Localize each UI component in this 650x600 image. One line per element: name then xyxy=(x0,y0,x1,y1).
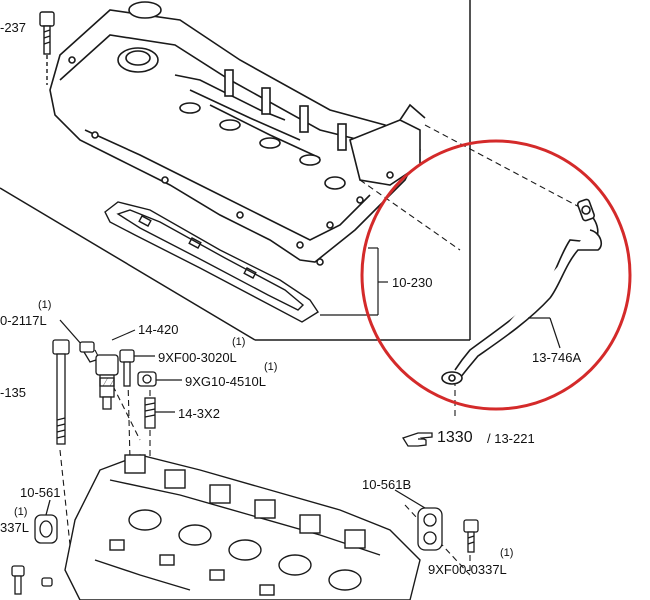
label-237: -237 xyxy=(0,20,27,35)
highlight-circle xyxy=(360,139,632,411)
gasket-10-561 xyxy=(34,499,58,544)
nut-4510l xyxy=(137,371,182,387)
label-13-221: / 13-221 xyxy=(487,431,535,446)
part-2117l xyxy=(59,319,97,363)
leader-14-420 xyxy=(111,329,136,341)
pcv-hose-13-746a xyxy=(441,198,602,385)
label-10-230: 10-230 xyxy=(392,275,433,290)
bolt-135 xyxy=(52,339,70,445)
label-3020l-qty: (1) xyxy=(232,336,246,348)
leader-10-230 xyxy=(320,247,388,316)
label-2117l-qty: (1) xyxy=(38,299,52,311)
label-1330: 1330 xyxy=(437,429,473,446)
label-14-420: 14-420 xyxy=(138,322,179,337)
label-10-561: 10-561 xyxy=(20,485,61,500)
bolt-237 xyxy=(39,11,55,85)
stud-14-3x2 xyxy=(144,397,175,429)
label-4510l-qty: (1) xyxy=(264,361,278,373)
leader-13-746a xyxy=(528,317,561,349)
label-14-3x2: 14-3X2 xyxy=(178,406,220,421)
bolt-0337l-left xyxy=(11,565,53,595)
label-10-561b: 10-561B xyxy=(362,477,412,492)
bolt-0337l-right xyxy=(463,519,479,553)
label-0337l-qty: (1) xyxy=(14,506,28,518)
label-2117l: 0-2117L xyxy=(0,313,47,328)
gasket-10-561b xyxy=(394,489,443,551)
label-0337l: 337L xyxy=(0,520,29,535)
pointing-hand-icon xyxy=(402,432,433,447)
valve-cover xyxy=(49,1,426,266)
gasket-10-230 xyxy=(104,201,319,323)
label-0337l-right-qty: (1) xyxy=(500,547,514,559)
sensor-14-420 xyxy=(95,354,119,410)
label-3020l: 9XF00-3020L xyxy=(158,350,237,365)
label-135: -135 xyxy=(0,385,27,400)
cylinder-head xyxy=(64,454,421,600)
label-4510l: 9XG10-4510L xyxy=(185,374,266,389)
assembly-frame xyxy=(0,0,471,341)
bolt-3020l xyxy=(119,349,155,387)
label-13-746a: 13-746A xyxy=(532,350,582,365)
label-0337l-right: 9XF00-0337L xyxy=(428,562,507,577)
